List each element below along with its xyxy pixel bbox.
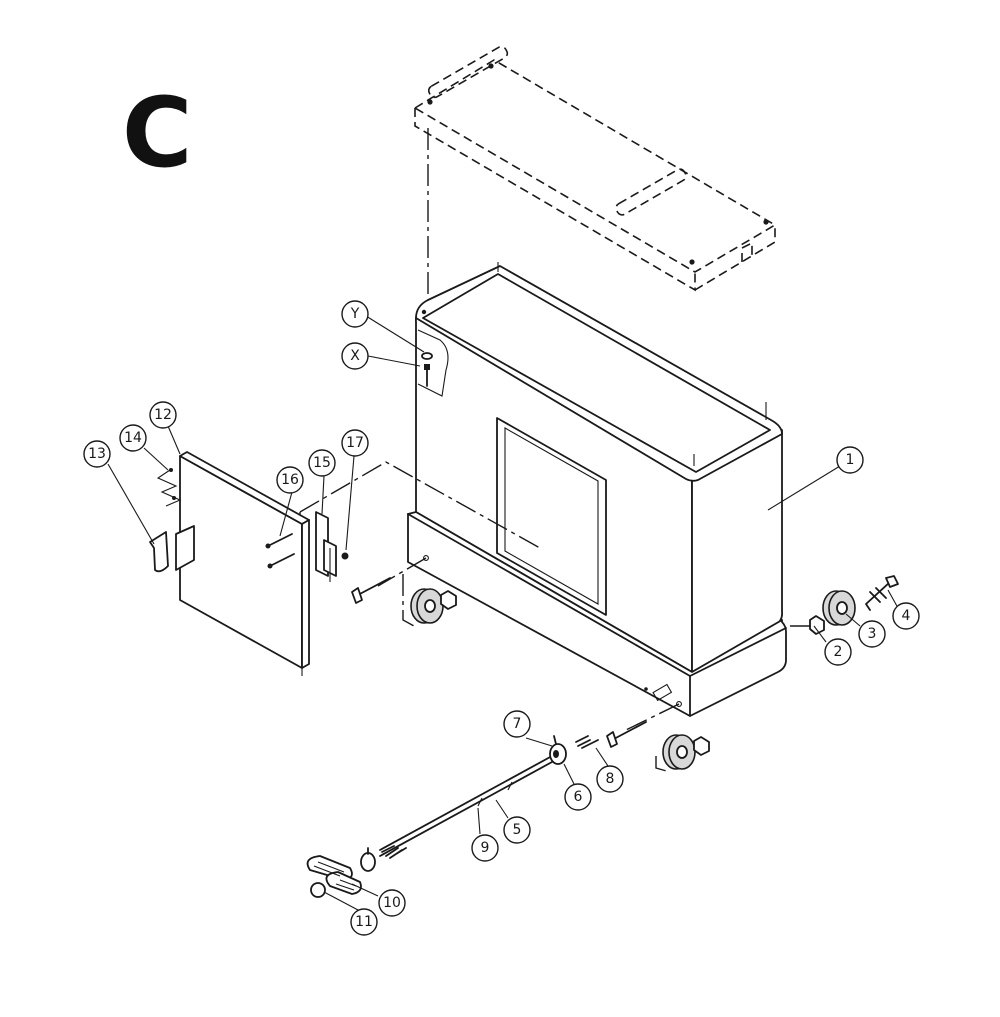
top-plate-outline (413, 45, 777, 310)
callout-9: 9 (471, 834, 499, 862)
callout-3: 3 (858, 620, 886, 648)
callout-7: 7 (503, 710, 531, 738)
callout-17: 17 (341, 429, 369, 457)
svg-text:X: X (350, 348, 360, 364)
section-letter: C (122, 77, 192, 189)
svg-text:9: 9 (481, 840, 490, 856)
door-panel (149, 451, 310, 676)
callout-2: 2 (824, 638, 852, 666)
screw-and-washer (421, 352, 433, 387)
callout-5: 5 (503, 816, 531, 844)
callout-6: 6 (564, 783, 592, 811)
callout-14: 14 (119, 424, 147, 452)
svg-text:10: 10 (383, 895, 401, 911)
callout-12: 12 (149, 401, 177, 429)
callout-13: 13 (83, 440, 111, 468)
callout-16: 16 (276, 466, 304, 494)
svg-text:Y: Y (350, 306, 360, 322)
casters (351, 575, 899, 770)
callout-15: 15 (308, 449, 336, 477)
svg-text:1: 1 (846, 452, 855, 468)
svg-text:15: 15 (313, 455, 331, 471)
svg-text:2: 2 (834, 644, 843, 660)
cabinet-body (407, 262, 787, 717)
svg-text:14: 14 (124, 430, 142, 446)
door-hinge (265, 511, 349, 582)
callout-y: Y (341, 300, 369, 328)
pedal-rod-assembly (306, 735, 599, 898)
svg-text:16: 16 (281, 472, 299, 488)
svg-text:12: 12 (154, 407, 172, 423)
svg-text:8: 8 (606, 771, 615, 787)
callout-1: 1 (836, 446, 864, 474)
svg-text:7: 7 (513, 716, 522, 732)
svg-text:11: 11 (355, 914, 373, 930)
callout-11: 11 (350, 908, 378, 936)
svg-text:6: 6 (574, 789, 583, 805)
leader-lines (107, 315, 899, 911)
svg-text:17: 17 (346, 435, 364, 451)
svg-text:13: 13 (88, 446, 106, 462)
svg-text:3: 3 (868, 626, 877, 642)
svg-text:4: 4 (902, 608, 911, 624)
callout-8: 8 (596, 765, 624, 793)
callout-10: 10 (378, 889, 406, 917)
svg-text:5: 5 (513, 822, 522, 838)
callout-4: 4 (892, 602, 920, 630)
callout-x: X (341, 342, 369, 370)
